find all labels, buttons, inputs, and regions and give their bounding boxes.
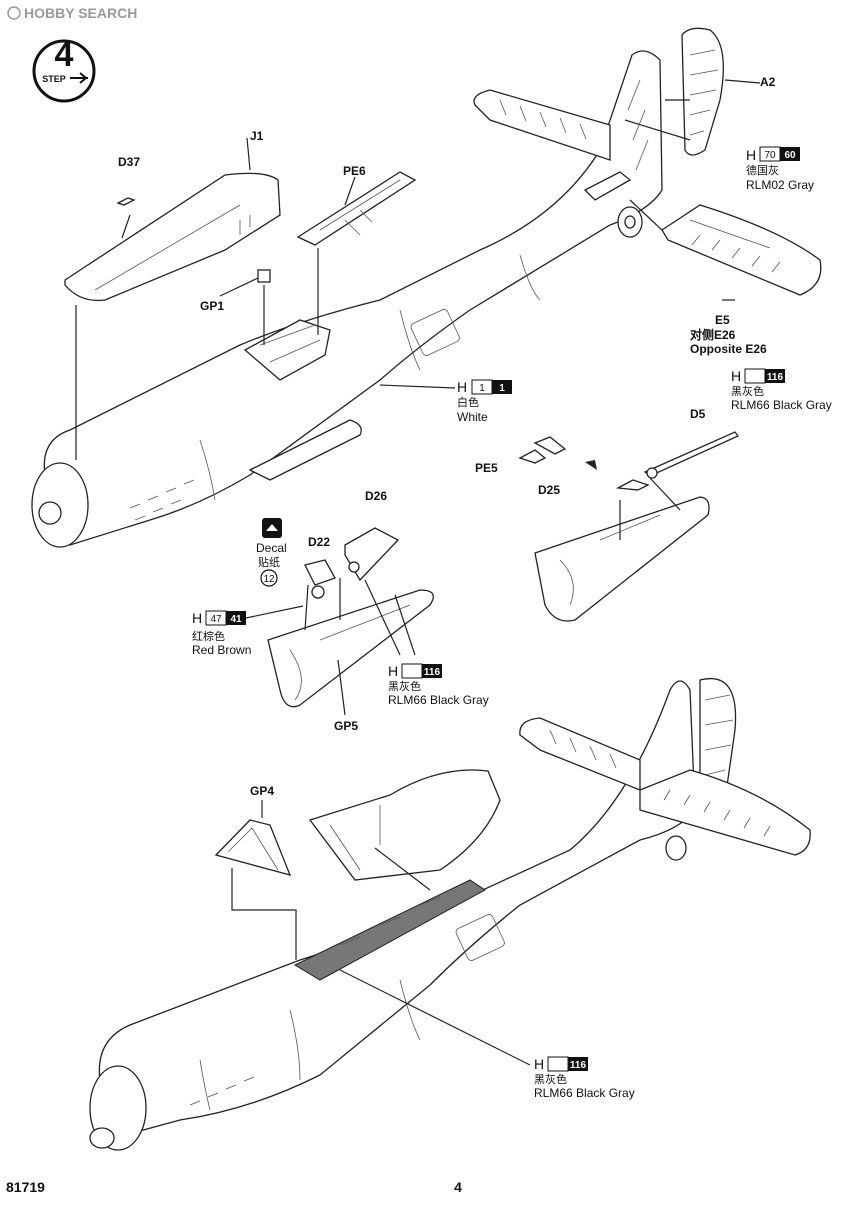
paint-callout-rlm66-mid: H 116 黑灰色 RLM66 Black Gray <box>388 663 489 707</box>
paint-callout-white: H 1 1 白色 White <box>457 379 512 424</box>
paint-name-en: RLM66 Black Gray <box>731 398 832 412</box>
watermark: HOBBY SEARCH <box>7 5 137 21</box>
small-part-d37 <box>116 197 136 206</box>
decal-label-en: Decal <box>256 541 287 555</box>
part-label-d37: D37 <box>118 155 140 169</box>
step-number: 4 <box>55 36 74 74</box>
assembly-leader-lines-bottom <box>231 800 531 1066</box>
part-label-d26: D26 <box>365 489 387 503</box>
gunsight-part <box>257 269 271 283</box>
paint-code-b: 41 <box>230 614 242 625</box>
part-label-j1: J1 <box>250 129 264 143</box>
decal-icon <box>260 518 282 587</box>
left-cockpit-console <box>267 527 434 716</box>
paint-callout-red-brown: H 47 41 红棕色 Red Brown <box>192 605 304 657</box>
page-footer: 81719 4 <box>6 1179 462 1195</box>
assembly-leader-lines-top <box>75 79 761 460</box>
step-label: STEP <box>42 74 66 84</box>
paint-code-b: 116 <box>570 1060 587 1071</box>
paint-prefix: H <box>731 368 741 384</box>
part-label-e5-opposite-cn: 对侧E26 <box>690 327 736 342</box>
paint-code-b: 116 <box>424 667 441 678</box>
cowl-panel-part <box>64 172 281 302</box>
part-label-e5: E5 <box>715 313 730 327</box>
fuselage-upper-view <box>31 50 663 548</box>
paint-prefix: H <box>457 379 467 395</box>
paint-name-cn: 黑灰色 <box>731 384 764 398</box>
paint-prefix: H <box>746 147 756 163</box>
paint-code-a: 47 <box>210 614 222 625</box>
paint-name-cn: 黑灰色 <box>388 679 421 693</box>
page-number: 4 <box>454 1179 462 1195</box>
paint-name-en: RLM02 Gray <box>746 178 814 192</box>
paint-code-b: 1 <box>499 383 505 394</box>
decal-label-cn: 贴纸 <box>258 555 280 569</box>
paint-name-cn: 白色 <box>457 395 479 409</box>
paint-prefix: H <box>192 610 202 626</box>
paint-name-cn: 红棕色 <box>192 629 225 643</box>
paint-code-b: 60 <box>784 150 796 161</box>
part-label-gp1: GP1 <box>200 299 224 313</box>
part-label-gp4: GP4 <box>250 784 274 798</box>
part-labels: A2 J1 D37 PE6 GP1 E5 对侧E26 Opposite E26 … <box>118 75 776 798</box>
paint-name-cn: 德国灰 <box>746 163 779 177</box>
canopy-part <box>308 769 501 881</box>
part-label-gp5: GP5 <box>334 719 358 733</box>
part-label-e5-opposite-en: Opposite E26 <box>690 342 767 356</box>
paint-callout-rlm66-top: H 116 黑灰色 RLM66 Black Gray <box>731 368 832 412</box>
decal-number: 12 <box>263 574 275 585</box>
paint-name-cn: 黑灰色 <box>534 1072 567 1086</box>
paint-prefix: H <box>388 663 398 679</box>
elevator-part <box>661 204 822 296</box>
arrow-icon <box>585 460 597 470</box>
part-label-pe5: PE5 <box>475 461 498 475</box>
paint-name-en: White <box>457 410 488 424</box>
arrow-icon <box>70 72 88 84</box>
decal-callout: Decal 贴纸 12 <box>256 541 287 585</box>
fuselage-lower-view <box>89 678 811 1151</box>
paint-name-en: Red Brown <box>192 643 251 657</box>
part-label-a2: A2 <box>760 75 776 89</box>
paint-callout-rlm02: H 70 60 德国灰 RLM02 Gray <box>746 146 814 192</box>
paint-prefix: H <box>534 1056 544 1072</box>
watermark-text: HOBBY SEARCH <box>24 5 137 21</box>
paint-name-en: RLM66 Black Gray <box>388 693 489 707</box>
right-cockpit-console <box>518 431 740 622</box>
part-label-d5: D5 <box>690 407 706 421</box>
part-label-pe6: PE6 <box>343 164 366 178</box>
paint-code-a: 1 <box>479 383 485 394</box>
paint-callout-rlm66-bottom: H 116 黑灰色 RLM66 Black Gray <box>534 1056 635 1100</box>
paint-name-en: RLM66 Black Gray <box>534 1086 635 1100</box>
windscreen-part <box>214 819 292 876</box>
paint-code-b: 116 <box>767 372 784 383</box>
photo-etch-pe6 <box>296 171 417 246</box>
rudder-part <box>681 27 724 156</box>
paint-code-a: 70 <box>764 150 776 161</box>
kit-number: 81719 <box>6 1179 45 1195</box>
part-label-d22: D22 <box>308 535 330 549</box>
part-label-d25: D25 <box>538 483 560 497</box>
step-badge: 4 STEP <box>32 36 96 103</box>
